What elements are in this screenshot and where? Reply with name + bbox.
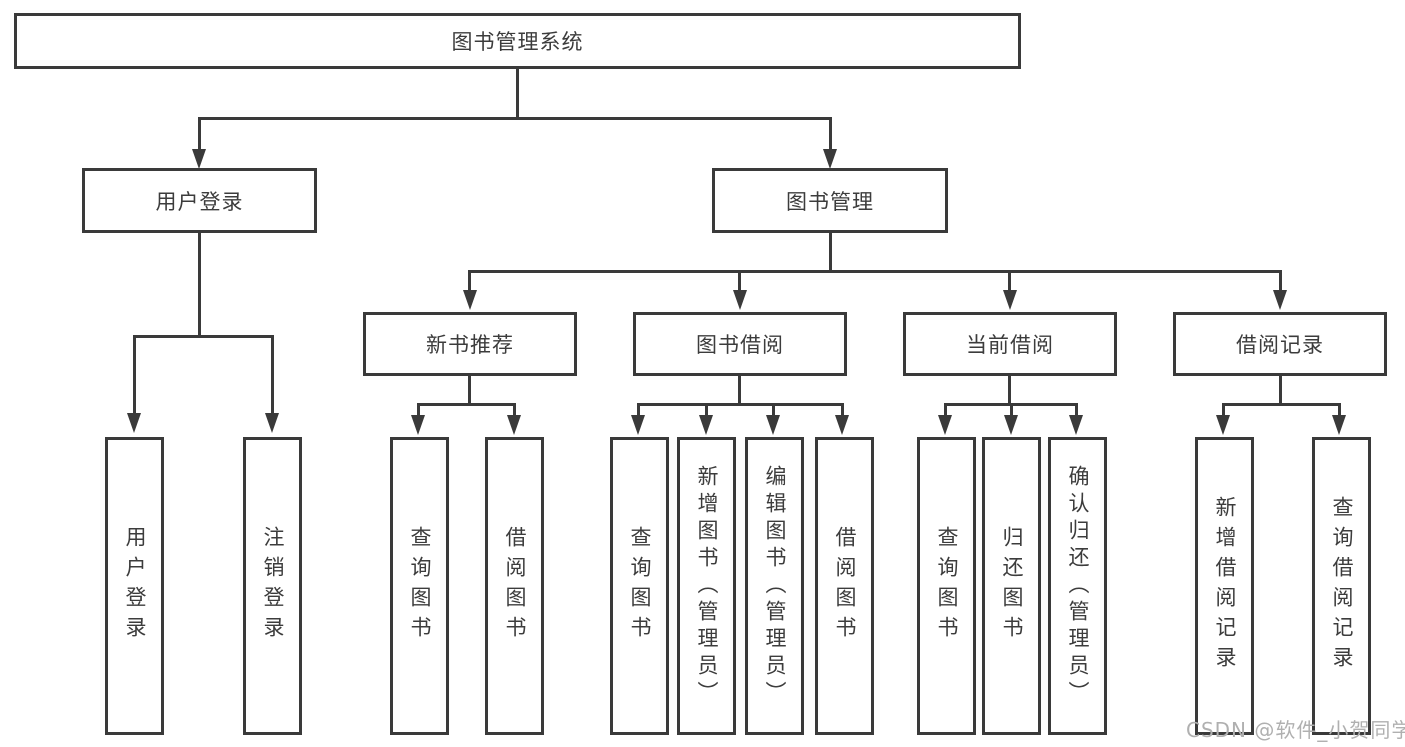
- leaf-bb-edit-book-admin: 编辑图书（管理员）: [745, 437, 804, 735]
- leaf-user-login: 用户登录: [105, 437, 164, 735]
- connector-cb-return-drop: [1010, 403, 1013, 417]
- arrow-down-icon: [1332, 415, 1346, 435]
- node-new-book-recommend: 新书推荐: [363, 312, 577, 376]
- arrow-down-icon: [1273, 290, 1287, 310]
- leaf-bb-borrow-books: 借阅图书: [815, 437, 874, 735]
- arrow-down-icon: [127, 413, 141, 433]
- node-borrow-records: 借阅记录: [1173, 312, 1387, 376]
- connector-nb-query-drop: [417, 403, 420, 417]
- arrow-down-icon: [766, 415, 780, 435]
- leaf-cb-return-books: 归还图书: [982, 437, 1041, 735]
- arrow-down-icon: [1216, 415, 1230, 435]
- leaf-cb-confirm-return-admin-label: 确认归还（管理员）: [1066, 464, 1090, 708]
- connector-book-borrow-drop: [738, 270, 741, 292]
- node-current-borrowing-label: 当前借阅: [966, 333, 1054, 357]
- arrow-down-icon: [823, 149, 837, 169]
- leaf-bb-query-books-label: 查询图书: [628, 526, 652, 646]
- node-book-borrowing: 图书借阅: [633, 312, 847, 376]
- connector-root-stem: [516, 68, 519, 119]
- connector-book-mgmt-drop: [829, 117, 832, 151]
- leaf-bb-add-book-admin-label: 新增图书（管理员）: [695, 464, 719, 708]
- connector-bb-query-drop: [637, 403, 640, 417]
- connector-bb-borrow-drop: [841, 403, 844, 417]
- node-borrow-records-label: 借阅记录: [1236, 333, 1324, 357]
- connector-br-rail: [1222, 403, 1341, 406]
- connector-level1-rail: [198, 117, 832, 120]
- leaf-logout: 注销登录: [243, 437, 302, 735]
- connector-cb-query-drop: [944, 403, 947, 417]
- arrow-down-icon: [411, 415, 425, 435]
- connector-bb-add-drop: [705, 403, 708, 417]
- node-book-borrowing-label: 图书借阅: [696, 333, 784, 357]
- node-user-login: 用户登录: [82, 168, 317, 233]
- arrow-down-icon: [507, 415, 521, 435]
- connector-user-branch-rail: [133, 335, 274, 338]
- connector-user-login-drop: [198, 117, 201, 151]
- leaf-user-login-label: 用户登录: [123, 526, 147, 646]
- connector-user-branch-stem: [198, 233, 201, 337]
- leaf-cb-confirm-return-admin: 确认归还（管理员）: [1048, 437, 1107, 735]
- node-root-library-system: 图书管理系统: [14, 13, 1021, 69]
- leaf-br-query-record-label: 查询借阅记录: [1330, 496, 1354, 676]
- leaf-cb-query-books: 查询图书: [917, 437, 976, 735]
- connector-current-borrow-drop: [1008, 270, 1011, 292]
- arrow-down-icon: [1003, 290, 1017, 310]
- node-new-book-recommend-label: 新书推荐: [426, 333, 514, 357]
- connector-leaf-user-login-drop: [133, 335, 136, 415]
- connector-nb-borrow-drop: [513, 403, 516, 417]
- connector-br-stem: [1279, 376, 1282, 406]
- leaf-br-add-record-label: 新增借阅记录: [1213, 496, 1237, 676]
- node-book-management: 图书管理: [712, 168, 948, 233]
- arrow-down-icon: [192, 149, 206, 169]
- arrow-down-icon: [938, 415, 952, 435]
- leaf-nb-query-books-label: 查询图书: [408, 526, 432, 646]
- leaf-nb-borrow-books-label: 借阅图书: [503, 526, 527, 646]
- node-book-management-label: 图书管理: [786, 189, 874, 214]
- arrow-down-icon: [699, 415, 713, 435]
- connector-nb-rail: [417, 403, 516, 406]
- leaf-bb-borrow-books-label: 借阅图书: [833, 526, 857, 646]
- arrow-down-icon: [835, 415, 849, 435]
- leaf-bb-query-books: 查询图书: [610, 437, 669, 735]
- connector-bb-edit-drop: [772, 403, 775, 417]
- arrow-down-icon: [463, 290, 477, 310]
- connector-leaf-logout-drop: [271, 335, 274, 415]
- csdn-watermark: CSDN @软件_小贺同学: [1186, 718, 1405, 742]
- arrow-down-icon: [1004, 415, 1018, 435]
- leaf-logout-label: 注销登录: [261, 526, 285, 646]
- leaf-nb-query-books: 查询图书: [390, 437, 449, 735]
- arrow-down-icon: [631, 415, 645, 435]
- connector-nb-stem: [468, 376, 471, 406]
- connector-new-book-drop: [468, 270, 471, 292]
- leaf-br-add-record: 新增借阅记录: [1195, 437, 1254, 735]
- arrow-down-icon: [733, 290, 747, 310]
- connector-cb-stem: [1008, 376, 1011, 406]
- connector-br-add-drop: [1222, 403, 1225, 417]
- arrow-down-icon: [265, 413, 279, 433]
- connector-mgmt-branch-stem: [829, 233, 832, 273]
- leaf-bb-add-book-admin: 新增图书（管理员）: [677, 437, 736, 735]
- node-root-label: 图书管理系统: [451, 30, 584, 54]
- leaf-cb-return-books-label: 归还图书: [1000, 526, 1024, 646]
- node-user-login-label: 用户登录: [155, 189, 244, 214]
- arrow-down-icon: [1069, 415, 1083, 435]
- node-current-borrowing: 当前借阅: [903, 312, 1117, 376]
- leaf-nb-borrow-books: 借阅图书: [485, 437, 544, 735]
- leaf-bb-edit-book-admin-label: 编辑图书（管理员）: [763, 464, 787, 708]
- connector-borrow-records-drop: [1279, 270, 1282, 292]
- connector-cb-confirm-drop: [1075, 403, 1078, 417]
- leaf-cb-query-books-label: 查询图书: [935, 526, 959, 646]
- connector-bb-rail: [637, 403, 844, 406]
- connector-level2-rail: [468, 270, 1282, 273]
- connector-br-query-drop: [1338, 403, 1341, 417]
- leaf-br-query-record: 查询借阅记录: [1312, 437, 1371, 735]
- connector-bb-stem: [738, 376, 741, 406]
